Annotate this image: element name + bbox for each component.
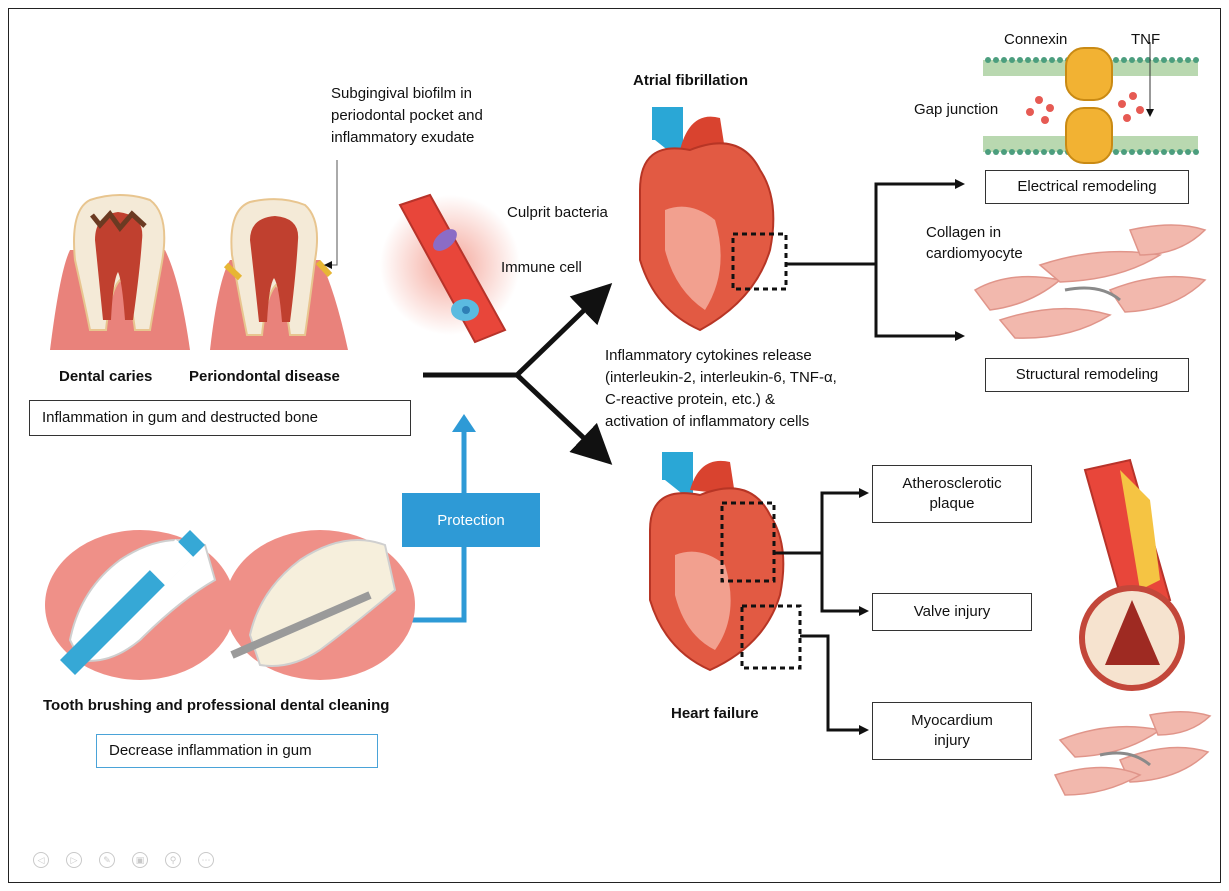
collagen-label-line2: cardiomyocyte: [926, 244, 1023, 264]
cytokines-line3: C-reactive protein, etc.) &: [605, 390, 775, 410]
atherosclerotic-plaque-line2: plaque: [929, 494, 974, 514]
periodontal-disease-label: Periondontal disease: [189, 367, 340, 387]
periodontal-disease-tooth-illustration: [210, 199, 348, 350]
collagen-label-line1: Collagen in: [926, 223, 1001, 243]
tooth-brushing-illustration: [45, 530, 235, 680]
cytokines-line2: (interleukin-2, interleukin-6, TNF-α,: [605, 368, 837, 388]
pen-icon[interactable]: ✎: [99, 852, 115, 868]
cardiomyocyte-collagen-illustration: [975, 225, 1205, 338]
tnf-label: TNF: [1131, 30, 1160, 50]
tooth-brushing-label: Tooth brushing and professional dental c…: [43, 696, 389, 716]
cytokines-line4: activation of inflammatory cells: [605, 412, 809, 432]
arrow-to-valve-injury: [822, 553, 866, 611]
dental-caries-label: Dental caries: [59, 367, 152, 387]
dental-caries-tooth-illustration: [50, 195, 190, 350]
arrow-to-myocardium-injury: [800, 636, 866, 730]
decrease-inflammation-box: Decrease inflammation in gum: [96, 734, 378, 768]
inflammation-gum-bone-box: Inflammation in gum and destructed bone: [29, 400, 411, 436]
structural-remodeling-box: Structural remodeling: [985, 358, 1189, 392]
myocardium-injury-line2: injury: [934, 731, 970, 751]
blood-vessel-bacteria-illustration: [380, 195, 520, 342]
electrical-remodeling-box: Electrical remodeling: [985, 170, 1189, 204]
biofilm-label-line1: Subgingival biofilm in: [331, 84, 472, 104]
biofilm-pointer-line: [326, 160, 337, 265]
connexin-label: Connexin: [1004, 30, 1067, 50]
atherosclerotic-plaque-box: Atherosclerotic plaque: [872, 465, 1032, 523]
arrow-to-atrial-fibrillation: [517, 290, 605, 375]
immune-cell-label: Immune cell: [501, 258, 582, 278]
heart-failure-title: Heart failure: [671, 704, 759, 724]
biofilm-label-line3: inflammatory exudate: [331, 128, 474, 148]
copy-icon[interactable]: ▣: [132, 852, 148, 868]
myocardium-injury-illustration: [1055, 712, 1210, 795]
dental-cleaning-illustration: [225, 530, 415, 680]
culprit-bacteria-label: Culprit bacteria: [507, 203, 608, 223]
myocardium-injury-box: Myocardium injury: [872, 702, 1032, 760]
zoom-icon[interactable]: ⚲: [165, 852, 181, 868]
arrow-to-structural-remodeling: [876, 264, 962, 336]
valve-injury-box: Valve injury: [872, 593, 1032, 631]
heart-failure-illustration: [650, 455, 800, 670]
arrow-to-atherosclerotic-plaque: [822, 493, 866, 553]
next-icon[interactable]: ▷: [66, 852, 82, 868]
gap-junction-label: Gap junction: [914, 100, 998, 120]
cytokines-line1: Inflammatory cytokines release: [605, 346, 812, 366]
heart-atrial-fibrillation-illustration: [640, 110, 786, 330]
biofilm-label-line2: periodontal pocket and: [331, 106, 483, 126]
atherosclerotic-plaque-line1: Atherosclerotic: [902, 474, 1001, 494]
atrial-fibrillation-title: Atrial fibrillation: [633, 71, 748, 91]
protection-box: Protection: [402, 493, 540, 547]
myocardium-injury-line1: Myocardium: [911, 711, 993, 731]
arrow-to-heart-failure: [517, 375, 605, 458]
gap-junction-membrane-illustration: [983, 42, 1199, 163]
previous-icon[interactable]: ◁: [33, 852, 49, 868]
valve-injury-illustration: [1082, 588, 1182, 688]
more-icon[interactable]: ⋯: [198, 852, 214, 868]
